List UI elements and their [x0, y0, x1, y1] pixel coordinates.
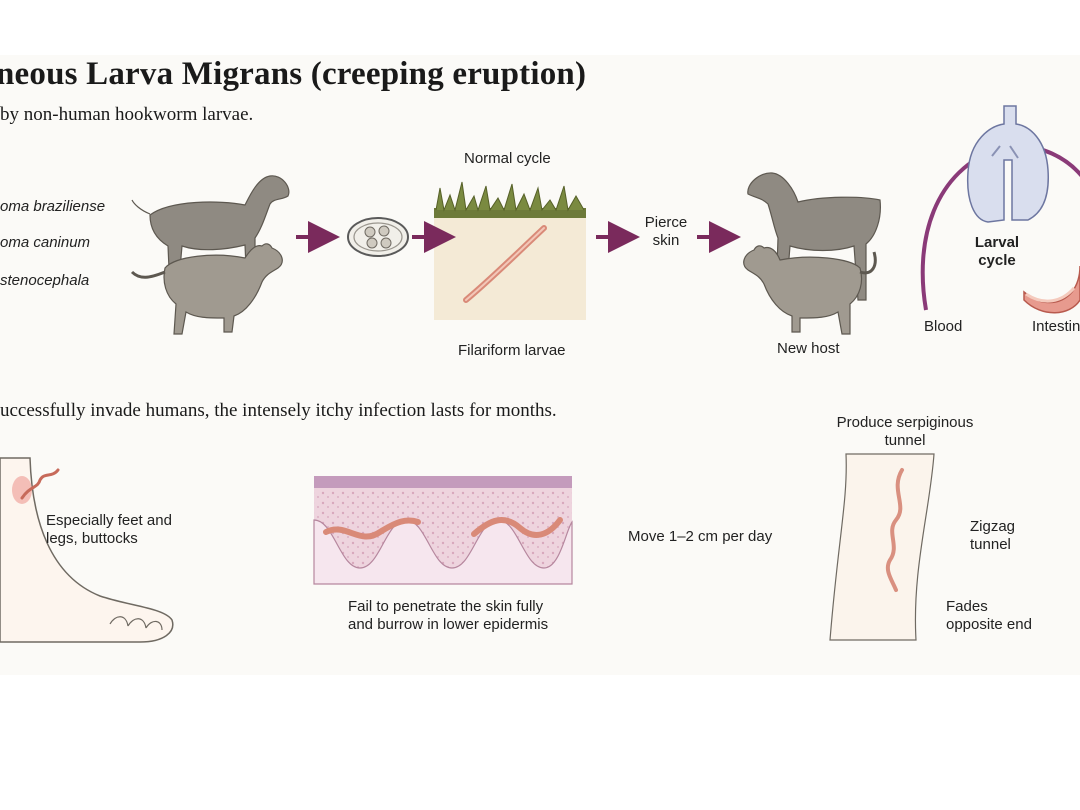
zigzag-line-2: tunnel — [970, 536, 1011, 553]
skin-label-line-2: and burrow in lower epidermis — [348, 616, 549, 633]
foot-icon — [0, 457, 174, 643]
human-infection-sentence: uccessfully invade humans, the intensely… — [0, 400, 557, 421]
pierce-label-line-1: Pierce — [644, 214, 688, 231]
blood-label: Blood — [924, 318, 963, 335]
egg-icon — [347, 217, 409, 257]
intestine-icon — [1023, 265, 1080, 314]
leg-icon — [829, 453, 935, 641]
lung-icon — [966, 105, 1049, 223]
species-label-1: oma braziliense — [0, 198, 106, 215]
foot-label-line-2: legs, buttocks — [46, 530, 138, 547]
fades-label: Fades opposite end — [946, 598, 1032, 634]
normal-cycle-heading: Normal cycle — [464, 150, 551, 167]
species-label-3: stenocephala — [0, 272, 90, 289]
filariform-larvae-label: Filariform larvae — [458, 342, 566, 359]
skin-label-line-1: Fail to penetrate the skin fully — [348, 598, 544, 615]
slide-title: neous Larva Migrans (creeping eruption) — [0, 56, 587, 92]
skin-section — [313, 476, 573, 585]
pierce-label-line-2: skin — [652, 232, 680, 249]
slide-subtitle: by non-human hookworm larvae. — [0, 104, 254, 125]
produce-tunnel-label: Produce serpiginous tunnel — [830, 414, 980, 450]
intestine-label: Intestin — [1032, 318, 1080, 335]
foot-label: Especially feet and legs, buttocks — [46, 512, 172, 548]
soil-block — [434, 181, 586, 320]
pierce-skin-label: Pierce skin — [636, 214, 696, 250]
move-label: Move 1–2 cm per day — [628, 528, 773, 545]
new-host-label: New host — [777, 340, 840, 357]
new-host-cat-icon — [743, 245, 877, 335]
zigzag-tunnel-label: Zigzag tunnel — [970, 518, 1015, 554]
zigzag-line-1: Zigzag — [970, 518, 1016, 535]
larval-cycle-title: Larval cycle — [962, 234, 1032, 270]
fades-line-1: Fades — [946, 598, 988, 615]
skin-label: Fail to penetrate the skin fully and bur… — [348, 598, 548, 634]
fades-line-2: opposite end — [946, 616, 1032, 633]
foot-label-line-1: Especially feet and — [46, 512, 172, 529]
larval-cycle-line-2: cycle — [978, 252, 1016, 269]
larval-cycle-line-1: Larval — [974, 234, 1020, 251]
produce-line-1: Produce serpiginous — [836, 414, 974, 431]
produce-line-2: tunnel — [884, 432, 926, 449]
species-label-2: oma caninum — [0, 234, 91, 251]
cat-icon — [130, 243, 283, 335]
